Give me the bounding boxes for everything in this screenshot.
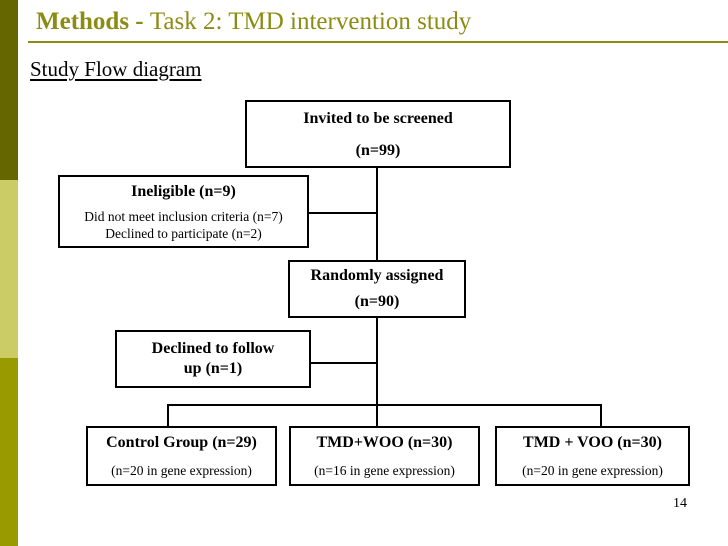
flow-node-randomized-count: (n=90)	[354, 293, 400, 310]
page-number: 14	[673, 496, 687, 511]
flow-node-randomized-title: Randomly assigned	[310, 267, 444, 284]
sidebar-band-middle	[0, 180, 18, 358]
flow-node-ineligible-reason-1: Did not meet inclusion criteria (n=7)	[84, 208, 283, 224]
connector-ineligible	[308, 212, 378, 214]
flow-node-invited-count: (n=99)	[355, 142, 401, 159]
flow-node-invited-title: Invited to be screened	[303, 110, 453, 127]
header-divider	[28, 41, 728, 43]
flow-node-declined-followup-line1: Declined to follow	[151, 340, 275, 357]
flow-node-invited: Invited to be screened (n=99)	[245, 100, 511, 168]
flow-node-arm-tmd-voo: TMD + VOO (n=30) (n=20 in gene expressio…	[495, 426, 690, 486]
flow-node-ineligible: Ineligible (n=9) Did not meet inclusion …	[58, 175, 309, 248]
flow-node-arm-control: Control Group (n=29) (n=20 in gene expre…	[86, 426, 277, 486]
page-title-rest: Task 2: TMD intervention study	[149, 8, 472, 35]
flow-node-arm-tmd-woo-note: (n=16 in gene expression)	[314, 463, 455, 478]
section-caption: Study Flow diagram	[30, 57, 202, 81]
flow-node-arm-control-title: Control Group (n=29)	[106, 434, 257, 451]
connector-randomized-to-branch	[376, 318, 378, 405]
connector-branch-bar	[167, 404, 602, 406]
flow-node-ineligible-title: Ineligible (n=9)	[131, 182, 236, 200]
flow-node-ineligible-reason-2: Declined to participate (n=2)	[105, 225, 262, 241]
connector-drop-tmd-woo	[376, 404, 378, 428]
sidebar-band-bottom	[0, 358, 18, 546]
sidebar-band-top	[0, 0, 18, 180]
flow-node-randomized: Randomly assigned (n=90)	[288, 260, 466, 318]
connector-drop-tmd-voo	[600, 404, 602, 428]
flow-node-arm-control-note: (n=20 in gene expression)	[111, 463, 252, 478]
page-title: Methods - Task 2: TMD intervention study	[36, 6, 471, 38]
connector-drop-control	[167, 404, 169, 428]
flow-node-arm-tmd-woo-title: TMD+WOO (n=30)	[316, 434, 453, 451]
flow-node-arm-tmd-voo-title: TMD + VOO (n=30)	[523, 434, 662, 451]
flow-node-arm-tmd-voo-note: (n=20 in gene expression)	[522, 463, 663, 478]
flow-node-arm-tmd-woo: TMD+WOO (n=30) (n=16 in gene expression)	[289, 426, 480, 486]
page-title-emphasis: Methods -	[36, 8, 150, 35]
flow-node-declined-followup-line2: up (n=1)	[183, 360, 243, 377]
flow-node-declined-followup: Declined to follow up (n=1)	[115, 330, 311, 388]
connector-invited-to-randomized	[376, 168, 378, 260]
connector-declined-followup	[310, 362, 378, 364]
